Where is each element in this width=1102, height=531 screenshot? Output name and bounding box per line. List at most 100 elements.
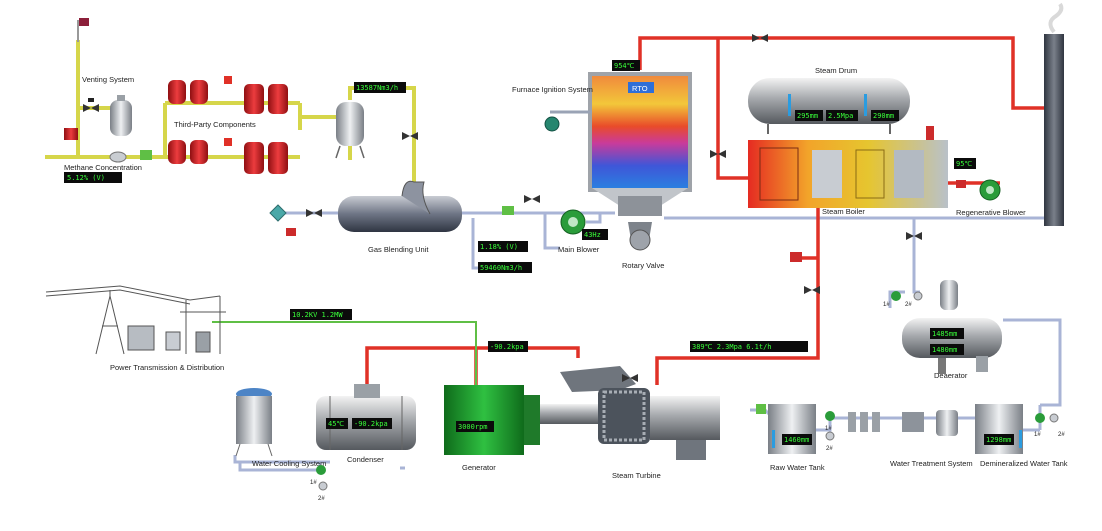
drum-level-2-box: [871, 110, 899, 121]
steam-turbine-label: Steam Turbine: [612, 471, 661, 480]
filter-unit-3: [168, 138, 232, 164]
power-transmission-label: Power Transmission & Distribution: [110, 363, 224, 372]
raw-pump-2-tag: 2#: [826, 446, 833, 452]
regenerative-blower-label: Regenerative Blower: [956, 208, 1026, 217]
rto-temp-readout: 954℃: [614, 62, 635, 70]
generator-speed-box: [456, 421, 494, 432]
deaerator-level-2-box: [930, 344, 964, 355]
venting-flag: [77, 18, 89, 42]
blend-pipes: [284, 211, 1046, 270]
steam-boiler-label: Steam Boiler: [822, 207, 865, 216]
steam-turbine: [540, 366, 720, 460]
filter-unit-1: [168, 76, 232, 104]
boiler-outlet-temp-readout: 95℃: [956, 160, 972, 168]
deaerator-label: Deaerator: [934, 371, 968, 380]
vent-valve-icon[interactable]: [83, 98, 99, 112]
drum-pressure-box: [826, 110, 858, 121]
deaerator-pump-1[interactable]: [891, 291, 923, 301]
furnace-ignition-label: Furnace Ignition System: [512, 85, 593, 94]
blend-concentration-readout: 1.18% (V): [480, 243, 518, 251]
rto-furnace: [588, 72, 692, 251]
drum-level-1-box: [795, 110, 823, 121]
deaerator-level-1-box: [930, 328, 964, 339]
blending-inlet-diamond: [269, 204, 287, 222]
blend-concentration-box: [478, 241, 528, 252]
drum-pressure-readout: 2.5Mpa: [828, 112, 853, 120]
rto-temp-box: [612, 60, 640, 71]
generator-speed-readout: 3000rpm: [458, 423, 488, 431]
deaerator-level-1-readout: 1485mm: [932, 330, 957, 338]
raw-water-inlet-valve[interactable]: [756, 404, 766, 414]
power-output-readout: 10.2KV 1.2MW: [292, 311, 343, 319]
blend-flow-readout: 59460Nm3/h: [480, 264, 522, 272]
condenser: [316, 384, 416, 450]
deaerator-level-2-readout: 1480mm: [932, 346, 957, 354]
filter-unit-2: [244, 84, 288, 114]
main-blower-freq-box: [582, 229, 608, 240]
methane-sensor-icon: [109, 150, 152, 163]
blend-valve-icon[interactable]: [502, 195, 540, 215]
condenser-pressure-readout: -90.2kpa: [354, 420, 388, 428]
cooling-pump-1-tag: 1#: [310, 480, 317, 486]
rto-label: RTO: [632, 84, 648, 93]
flame-arrestor-icon: [64, 128, 78, 140]
vacuum-line-readout: -90.2kpa: [490, 343, 524, 351]
main-blower-label: Main Blower: [558, 245, 600, 254]
gas-valve-icon[interactable]: [402, 132, 418, 140]
power-output-box: [290, 309, 352, 320]
steam-main-valve-icon[interactable]: [804, 286, 820, 294]
water-treatment-system: [848, 410, 958, 436]
steam-params-readout: 389℃ 2.3Mpa 6.1t/h: [692, 343, 772, 351]
water-treatment-label: Water Treatment System: [890, 459, 973, 468]
furnace-ignition-burner: [544, 110, 592, 132]
turbine-valve-icon[interactable]: [622, 374, 638, 382]
rotary-valve-label: Rotary Valve: [622, 261, 664, 270]
demin-pump-1-tag: 1#: [1034, 432, 1041, 438]
blend-flow-box: [478, 262, 532, 273]
demin-water-pumps[interactable]: [1035, 413, 1059, 423]
generator: [444, 385, 540, 455]
water-cooling-label: Water Cooling System: [252, 459, 326, 468]
separator-vessel: [335, 102, 365, 159]
methane-readout-box: [64, 172, 122, 183]
condenser-label: Condenser: [347, 455, 384, 464]
raw-water-tank-label: Raw Water Tank: [770, 463, 825, 472]
third-party-components: [168, 76, 288, 174]
condenser-temp-readout: 45℃: [328, 420, 344, 428]
water-pipes: [233, 218, 1062, 472]
steam-valve-top-icon[interactable]: [752, 34, 768, 42]
cooling-pump[interactable]: [316, 465, 328, 491]
deaerator-pump-2-tag: 2#: [905, 302, 912, 308]
condenser-pressure-box: [352, 418, 392, 429]
exhaust-stack: [1044, 2, 1064, 226]
steam-params-box: [690, 341, 808, 352]
raw-pump-1-tag: 1#: [825, 426, 832, 432]
boiler-outlet-temp-box: [954, 158, 976, 169]
gas-blending-unit: [338, 180, 462, 232]
generator-label: Generator: [462, 463, 496, 472]
filter-unit-4: [244, 142, 288, 174]
blend-inlet-valve-icon[interactable]: [286, 209, 322, 236]
raw-water-pumps[interactable]: [825, 411, 835, 441]
steam-valve-left-icon[interactable]: [710, 150, 726, 158]
main-blower: [560, 209, 586, 235]
venting-tank: [110, 95, 132, 136]
deaerator-pump-1-tag: 1#: [883, 302, 890, 308]
third-party-label: Third-Party Components: [174, 120, 256, 129]
cooling-pump-2-tag: 2#: [318, 496, 325, 502]
demin-pump-2-tag: 2#: [1058, 432, 1065, 438]
regenerative-blower: [956, 179, 1001, 201]
methane-readout: 5.12% (V): [67, 174, 105, 182]
condenser-temp-box: [326, 418, 348, 429]
demin-water-tank-label: Demineralized Water Tank: [980, 459, 1068, 468]
gas-blending-label: Gas Blending Unit: [368, 245, 429, 254]
feed-valve-icon[interactable]: [790, 252, 802, 262]
demineralized-water-tank: [975, 404, 1023, 454]
drum-level-2-readout: 290mm: [873, 112, 894, 120]
deaerator-valve-icon[interactable]: [906, 232, 922, 240]
steam-boiler: [748, 126, 948, 208]
demin-water-level-box: [984, 434, 1014, 445]
steam-drum-label: Steam Drum: [815, 66, 857, 75]
